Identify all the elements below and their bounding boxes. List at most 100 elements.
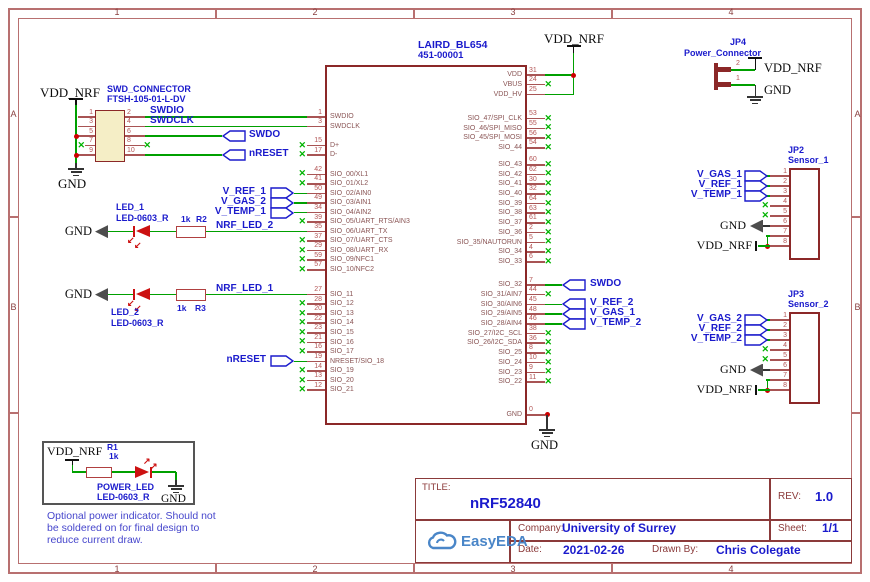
pin-stub[interactable] <box>78 154 95 156</box>
pin-stub[interactable] <box>78 116 95 118</box>
net-flag-icon[interactable] <box>221 130 246 142</box>
jp4-body[interactable] <box>714 63 718 90</box>
net-flag-icon[interactable] <box>270 206 295 219</box>
pin-stub[interactable] <box>527 212 545 215</box>
pin-stub[interactable] <box>770 329 789 331</box>
pin-stub[interactable] <box>770 379 789 381</box>
pin-stub[interactable] <box>307 341 325 344</box>
wire[interactable] <box>75 104 77 163</box>
pin-stub[interactable] <box>307 351 325 353</box>
pin-stub[interactable] <box>307 211 325 214</box>
pin-stub[interactable] <box>527 323 545 325</box>
pin-stub[interactable] <box>770 359 789 361</box>
pin-stub[interactable] <box>770 225 789 227</box>
pin-stub[interactable] <box>527 222 545 224</box>
pin-stub[interactable] <box>527 260 545 263</box>
pin-stub[interactable] <box>527 371 545 374</box>
swd-connector-body[interactable] <box>95 110 125 162</box>
net-flag-label[interactable]: V_GAS_1 <box>696 169 742 180</box>
net-flag-label[interactable]: V_TEMP_1 <box>690 189 742 200</box>
wire[interactable] <box>545 93 574 96</box>
pin-stub[interactable] <box>527 74 545 76</box>
wire[interactable] <box>151 471 176 473</box>
net-flag-label[interactable]: SWDO <box>590 278 622 289</box>
wire[interactable] <box>545 74 574 76</box>
pin-stub[interactable] <box>527 127 545 130</box>
wire[interactable] <box>545 323 562 325</box>
net-flag-label[interactable]: V_REF_2 <box>590 297 634 309</box>
pin-stub[interactable] <box>125 116 145 118</box>
pin-stub[interactable] <box>527 342 545 344</box>
wire[interactable] <box>766 185 770 187</box>
resistor-body[interactable] <box>86 466 112 478</box>
net-label[interactable]: SWDCLK <box>150 114 194 126</box>
pin-stub[interactable] <box>527 146 545 149</box>
pin-stub[interactable] <box>78 135 95 137</box>
pin-stub[interactable] <box>770 369 789 371</box>
net-wire[interactable] <box>206 293 307 296</box>
net-flag-label[interactable]: V_GAS_1 <box>590 307 636 319</box>
net-flag-icon[interactable] <box>744 170 769 182</box>
wire[interactable] <box>545 303 562 306</box>
pin-stub[interactable] <box>85 144 95 147</box>
pin-stub[interactable] <box>307 259 325 262</box>
pin-stub[interactable] <box>770 195 789 197</box>
wire[interactable] <box>766 236 769 246</box>
net-flag-label[interactable]: V_REF_1 <box>222 186 266 198</box>
pin-stub[interactable] <box>527 173 545 176</box>
pin-stub[interactable] <box>527 202 545 205</box>
net-label[interactable]: NRF_LED_2 <box>216 219 274 231</box>
wire[interactable] <box>766 195 770 197</box>
wire[interactable] <box>145 135 222 137</box>
net-wire[interactable] <box>145 116 307 118</box>
pin-stub[interactable] <box>307 221 325 223</box>
wire[interactable] <box>71 465 74 472</box>
net-wire[interactable] <box>206 230 307 233</box>
wire[interactable] <box>145 154 222 156</box>
pin-stub[interactable] <box>125 125 145 128</box>
pin-stub[interactable] <box>527 414 545 416</box>
pin-stub[interactable] <box>307 269 325 271</box>
net-flag-label[interactable]: V_TEMP_2 <box>590 316 642 328</box>
net-flag-label[interactable]: V_TEMP_2 <box>690 333 742 344</box>
net-flag-icon[interactable] <box>561 308 586 320</box>
pin-stub[interactable] <box>527 352 545 354</box>
pin-stub[interactable] <box>527 183 545 185</box>
net-flag-icon[interactable] <box>221 149 246 161</box>
pin-stub[interactable] <box>527 284 545 286</box>
pin-stub[interactable] <box>527 241 545 244</box>
pin-stub[interactable] <box>307 144 325 147</box>
pin-stub[interactable] <box>307 379 325 382</box>
jp4-pin[interactable] <box>714 81 731 87</box>
net-wire[interactable] <box>145 125 307 128</box>
wire[interactable] <box>294 211 307 214</box>
pin-stub[interactable] <box>125 154 145 156</box>
pin-stub[interactable] <box>527 137 545 139</box>
pin-stub[interactable] <box>527 381 545 383</box>
pin-stub[interactable] <box>527 293 545 296</box>
pin-stub[interactable] <box>307 125 325 128</box>
pin-stub[interactable] <box>770 235 789 237</box>
wire[interactable] <box>545 313 562 315</box>
wire[interactable] <box>766 329 770 331</box>
net-flag-icon[interactable] <box>270 197 295 209</box>
wire[interactable] <box>766 319 770 321</box>
wire[interactable] <box>175 472 177 480</box>
pin-stub[interactable] <box>527 93 545 96</box>
pin-stub[interactable] <box>307 173 325 176</box>
pin-stub[interactable] <box>78 125 95 128</box>
sensor-connector-body[interactable] <box>789 168 820 260</box>
net-label[interactable]: NRF_LED_1 <box>216 282 274 294</box>
wire[interactable] <box>766 339 770 341</box>
pin-stub[interactable] <box>307 116 325 118</box>
pin-stub[interactable] <box>527 361 545 364</box>
pin-stub[interactable] <box>770 185 789 187</box>
pin-stub[interactable] <box>527 117 545 120</box>
pin-stub[interactable] <box>307 370 325 372</box>
net-flag-icon[interactable] <box>561 279 586 291</box>
net-flag-icon[interactable] <box>270 187 295 200</box>
pin-stub[interactable] <box>307 192 325 195</box>
led-triangle[interactable] <box>135 288 150 301</box>
pin-stub[interactable] <box>770 175 789 177</box>
pin-stub[interactable] <box>307 322 325 325</box>
